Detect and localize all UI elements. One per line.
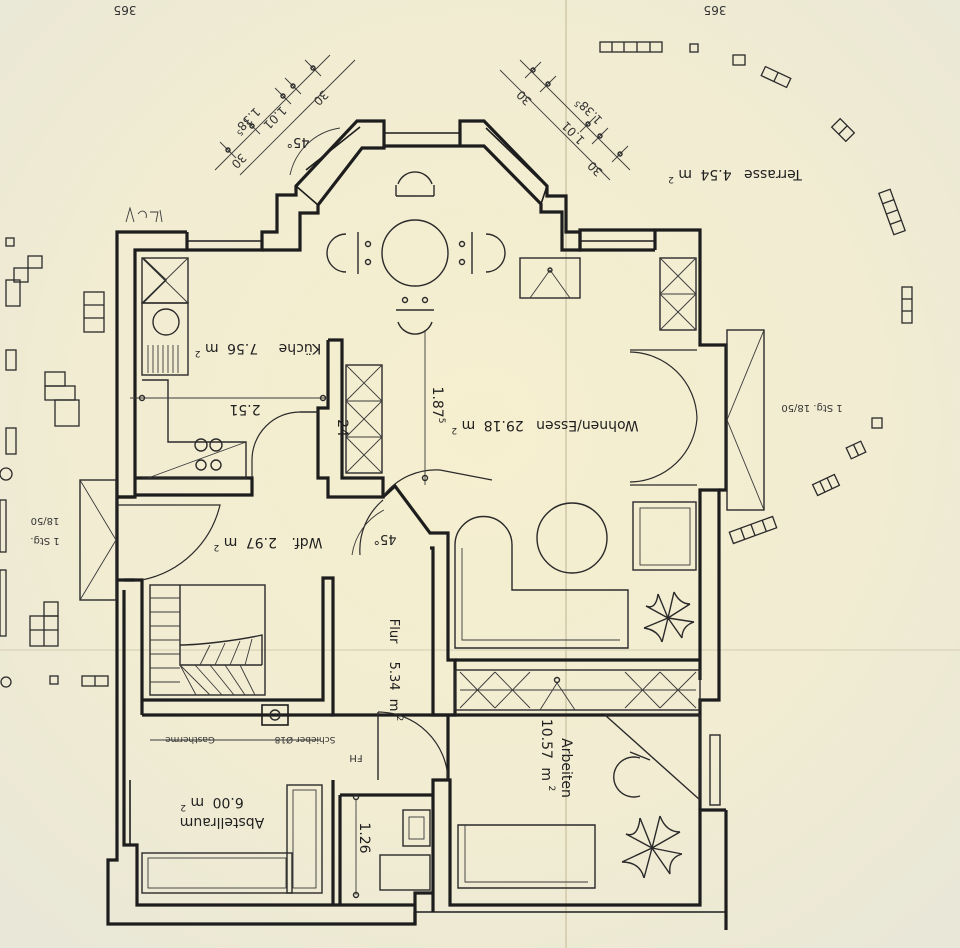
- svg-text:365: 365: [704, 3, 727, 17]
- svg-text:Flur 5.34 m: Flur 5.34 m 2: [386, 619, 404, 721]
- svg-text:1.26: 1.26: [356, 822, 372, 853]
- abstell-name: Abstellraum: [180, 814, 265, 830]
- svg-text:45°: 45°: [373, 531, 396, 546]
- dim-251-tick-right: [319, 394, 327, 402]
- flur-area: 5.34: [386, 662, 401, 691]
- stairs-note-left: 1 Stg.: [30, 535, 59, 546]
- dim-251: 2.51: [229, 401, 260, 417]
- stairs-note-right: 1 Stg. 18/50: [781, 402, 842, 413]
- stepping-stones: [0, 41, 913, 688]
- terrace-step: [709, 329, 765, 806]
- wohnen-name: Wohnen/Essen: [536, 417, 638, 433]
- label-arbeiten-area: 10.57 m 2: [538, 719, 556, 791]
- label-arbeiten: Arbeiten: [558, 738, 574, 798]
- label-abstell: Abstellraum: [180, 814, 265, 830]
- kitchen-fixtures: [141, 257, 383, 479]
- svg-text:Wohnen/Essen 29.18: Wohnen/Essen 29.18 m 2: [451, 417, 638, 435]
- angle-45-flur: 45°: [373, 531, 396, 546]
- svg-text:1 Stg. 18/50: 1 Stg. 18/50: [781, 402, 842, 413]
- top-right-mark: 365: [704, 3, 727, 17]
- label-kueche: Küche 7.56 m 2: [195, 340, 321, 358]
- svg-text:1.875: 1.875: [429, 387, 446, 424]
- living-furniture: [359, 257, 698, 649]
- label-wohnen: Wohnen/Essen 29.18 m 2: [451, 417, 638, 435]
- dimension-chain-right: [499, 59, 631, 181]
- kueche-name: Küche: [279, 340, 322, 356]
- top-left-mark: 365: [114, 3, 137, 17]
- flur-name: Flur: [386, 619, 401, 644]
- svg-text:2.51: 2.51: [229, 401, 260, 417]
- windfang: [79, 479, 221, 601]
- svg-text:10.57 m 2: 10.57 m 2: [538, 719, 556, 791]
- plant-living: [643, 591, 695, 643]
- label-abstell-area: 6.00 m 2: [180, 794, 243, 812]
- svg-text:Wdf. 2.97 m: Wdf. 2.97 m 2: [214, 534, 323, 552]
- terrasse-name: Terrasse: [744, 166, 803, 182]
- plant-study: [621, 815, 683, 879]
- svg-text:Terrasse 4.54 m: Terrasse 4.54 m 2: [668, 166, 803, 184]
- arbeiten-name: Arbeiten: [558, 738, 574, 798]
- wdf-name: Wdf.: [291, 534, 322, 550]
- exterior-walls: [106, 119, 728, 930]
- terrasse-area: 4.54: [700, 166, 731, 182]
- interior-walls: [124, 338, 700, 905]
- stairs-note-left-2: 18/50: [31, 515, 60, 526]
- dim-126: 1.26: [356, 822, 372, 853]
- arbeiten-area: 10.57: [538, 719, 554, 759]
- label-wdf: Wdf. 2.97 m 2: [214, 534, 323, 552]
- gastherme-label: Gastherme: [165, 734, 215, 744]
- dim-251-tick-left: [138, 394, 146, 402]
- svg-text:Gastherme: Gastherme: [165, 734, 215, 744]
- staircase: [149, 584, 266, 696]
- svg-text:365: 365: [114, 3, 137, 17]
- wdf-area: 2.97: [246, 534, 277, 550]
- wohnen-area: 29.18: [484, 417, 524, 433]
- schieber-label: Schieber Ø18: [274, 734, 335, 745]
- svg-text:FH: FH: [349, 752, 362, 763]
- study-furniture: [454, 669, 701, 889]
- kueche-area: 7.56: [227, 340, 258, 356]
- svg-text:1 Stg.: 1 Stg.: [30, 535, 59, 546]
- svg-text:Schieber Ø18: Schieber Ø18: [274, 734, 335, 745]
- dim-24: 24: [334, 419, 350, 437]
- svg-text:18/50: 18/50: [31, 515, 60, 526]
- dimension-chain-left: [214, 54, 356, 176]
- fh-label: FH: [349, 752, 362, 763]
- dim-1875: 1.875: [429, 387, 446, 424]
- storage-shelves: [129, 739, 323, 894]
- svg-text:Küche 7.56 m: Küche 7.56 m 2: [195, 340, 321, 358]
- label-terrasse: Terrasse 4.54 m 2: [668, 166, 803, 184]
- handwritten-note: [125, 206, 163, 223]
- svg-text:45°: 45°: [286, 134, 309, 149]
- wc-room: [352, 711, 449, 899]
- svg-text:6.00 m 2: 6.00 m 2: [180, 794, 243, 812]
- angle-45-top: 45°: [286, 134, 309, 149]
- abstell-area: 6.00: [213, 794, 244, 810]
- angle-markers: [289, 127, 385, 556]
- dining-set: [326, 171, 506, 335]
- svg-text:24: 24: [334, 419, 350, 437]
- label-flur: Flur 5.34 m 2: [386, 619, 404, 721]
